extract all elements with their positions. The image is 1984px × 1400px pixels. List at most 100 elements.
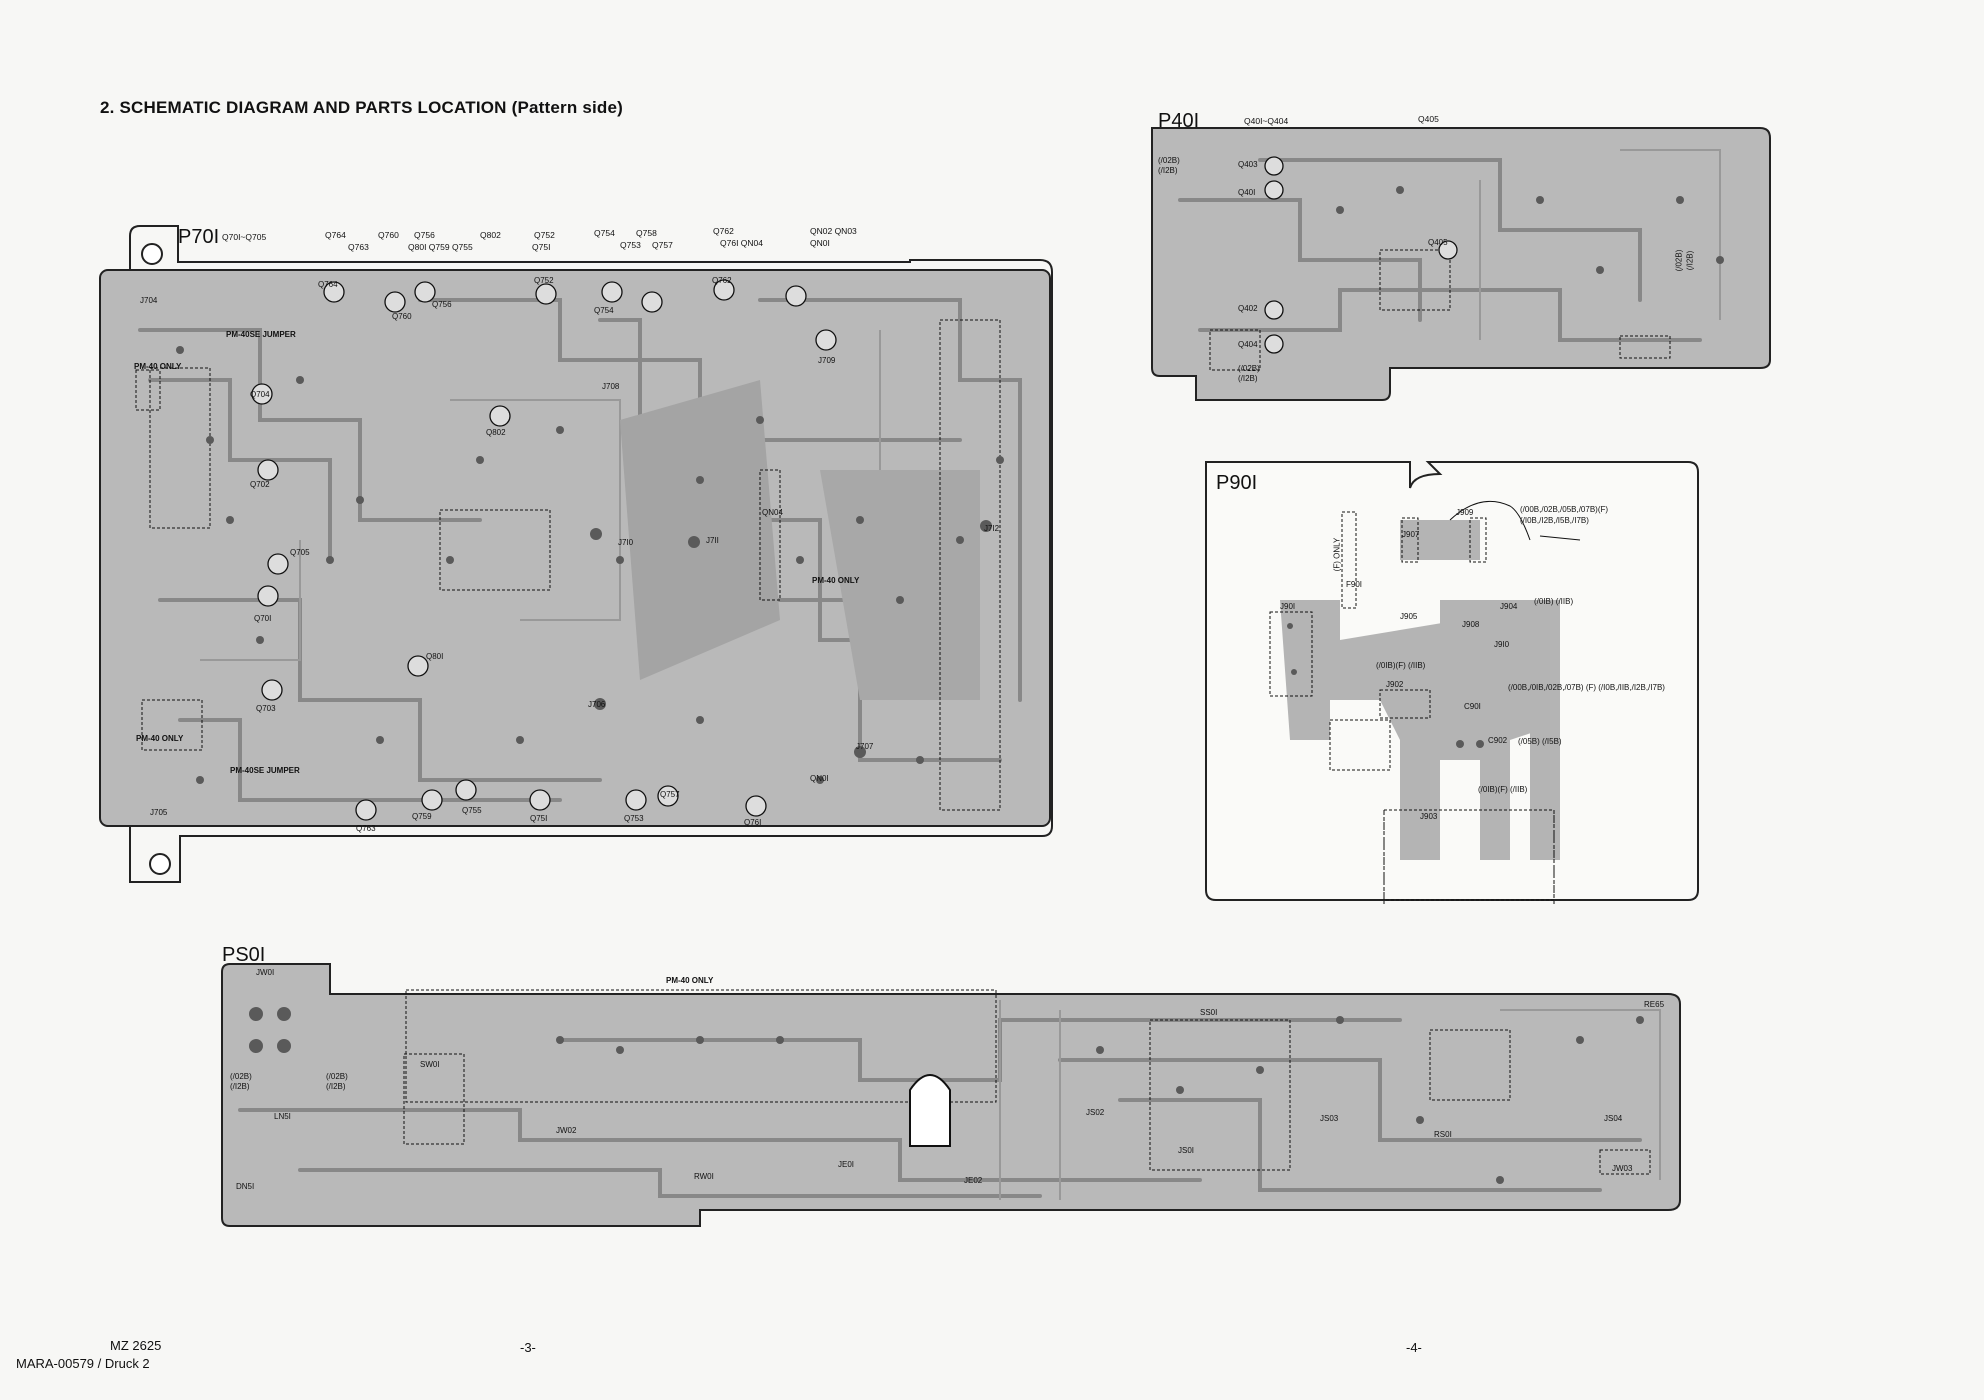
ps01-part-label: JW02 (556, 1126, 577, 1135)
ps01-note: PM-40 ONLY (666, 976, 714, 985)
ps01-part-label: RS0I (1434, 1130, 1452, 1139)
p701-note: PM-40 ONLY (812, 576, 860, 585)
p401-board (1151, 127, 1771, 401)
p901-part-label: J905 (1400, 612, 1418, 621)
p901-variant-note: (/00B,/0IB,/02B,/07B) (F) (/I0B,/IIB,/I2… (1508, 683, 1665, 692)
p701-jumper-label: J7II (706, 536, 719, 545)
p701-header-group: Q756 (414, 230, 435, 240)
ps01-part-label: JS03 (1320, 1114, 1339, 1123)
ps01-board (221, 963, 1681, 1227)
p901-part-label: J902 (1386, 680, 1404, 689)
ps01-part-label: RW0I (694, 1172, 714, 1181)
p701-header-group: Q764 (325, 230, 346, 240)
p701-header-group: Q802 (480, 230, 501, 240)
ps01-part-label: JS0I (1178, 1146, 1195, 1155)
p401-variant: (/I2B) (1158, 166, 1178, 175)
page-title: 2. SCHEMATIC DIAGRAM AND PARTS LOCATION … (100, 98, 624, 117)
p701-header-group: Q70I~Q705 (222, 232, 267, 242)
p901-part-label: J90I (1280, 602, 1296, 611)
p701-board (99, 225, 1053, 883)
p701-jumper-label: J7I2 (984, 524, 1000, 533)
ps01-variant: (/I2B) (230, 1082, 250, 1091)
p701-transistor-label: Q753 (624, 814, 644, 823)
p701-header-group: Q757 (652, 240, 673, 250)
ps01-part-label: JS02 (1086, 1108, 1105, 1117)
p401-header-group: Q40I~Q404 (1244, 116, 1289, 126)
p701-transistor-label: Q76I (744, 818, 762, 827)
p701-note: PM-40 ONLY (134, 362, 182, 371)
mount-hole (141, 243, 163, 265)
p401-variant: (/02B) (1674, 249, 1684, 272)
p701-header-group: Q752 (534, 230, 555, 240)
p701-header-group: Q758 (636, 228, 657, 238)
ps01-part-label: JE0I (838, 1160, 855, 1169)
ps01-variant: (/02B) (326, 1072, 348, 1081)
p701-header-group: Q75I (532, 242, 551, 252)
p901-part-label: J904 (1500, 602, 1518, 611)
p901-part-label: J909 (1456, 508, 1474, 517)
p901-part-label: C902 (1488, 736, 1508, 745)
ps01-part-label: JE02 (964, 1176, 983, 1185)
p701-transistor-label: Q763 (356, 824, 376, 833)
p901-part-label: J903 (1420, 812, 1438, 821)
mount-hole (149, 853, 171, 875)
p401-variant: (/02B) (1158, 156, 1180, 165)
p701-header-group: Q762 (713, 226, 734, 236)
p901-variant-note: (/0IB) (/IIB) (1534, 597, 1574, 606)
p701-transistor-label: QN0I (810, 774, 829, 783)
p701-jumper-label: J704 (140, 296, 158, 305)
p901-variant-note: (/0IB)(F) (/IIB) (1376, 661, 1426, 670)
p701-transistor-label: Q757 (660, 790, 680, 799)
p701-transistor-label: Q752 (534, 276, 554, 285)
p701-header-group: Q763 (348, 242, 369, 252)
p701-note: PM-40SE JUMPER (230, 766, 300, 775)
ps01-part-label: RE65 (1644, 1000, 1665, 1009)
board-label-p901: P90I (1216, 472, 1258, 494)
board-label-p401: P40I (1158, 110, 1200, 132)
p401-transistor-label: Q405 (1428, 238, 1448, 247)
p701-header-group: QN02 QN03 (810, 226, 857, 236)
p901-part-label: J908 (1462, 620, 1480, 629)
p701-transistor-label: Q703 (256, 704, 276, 713)
ps01-variant: (/02B) (230, 1072, 252, 1081)
p701-transistor-label: Q755 (462, 806, 482, 815)
board-label-ps01: PS0I (222, 944, 266, 966)
p901-variant-note: (F) ONLY (1332, 537, 1342, 572)
p401-variant: (/02B) (1238, 364, 1260, 373)
p401-transistor-label: Q404 (1238, 340, 1258, 349)
ps01-part-label: LN5I (274, 1112, 291, 1121)
p701-transistor-label: Q802 (486, 428, 506, 437)
p701-header-group: Q80I Q759 Q755 (408, 242, 473, 252)
p401-variant: (/I2B) (1238, 374, 1258, 383)
p701-transistor-label: Q764 (318, 280, 338, 289)
p701-jumper-label: J7I0 (618, 538, 634, 547)
p701-transistor-label: Q754 (594, 306, 614, 315)
p701-transistor-label: Q760 (392, 312, 412, 321)
footer-page-right: -4- (1406, 1340, 1422, 1355)
p701-transistor-label: Q80I (426, 652, 444, 661)
p701-transistor-label: Q756 (432, 300, 452, 309)
p401-header-group: Q405 (1418, 114, 1439, 124)
p401-transistor-label: Q402 (1238, 304, 1258, 313)
p701-transistor-label: Q70I (254, 614, 272, 623)
p701-jumper-label: J709 (818, 356, 836, 365)
p701-transistor-label: Q705 (290, 548, 310, 557)
footer-page-left: -3- (520, 1340, 536, 1355)
p701-transistor-label: QN04 (762, 508, 783, 517)
footer-doc-id: MARA-00579 / Druck 2 (16, 1356, 150, 1371)
ps01-part-label: DN5I (236, 1182, 255, 1191)
p901-part-label: C90I (1464, 702, 1481, 711)
p901-variant-note: (/0IB)(F) (/IIB) (1478, 785, 1528, 794)
p701-header-group: Q760 (378, 230, 399, 240)
p701-header-group: Q753 (620, 240, 641, 250)
ps01-variant: (/I2B) (326, 1082, 346, 1091)
p701-header-group: QN0I (810, 238, 830, 248)
ps01-part-label: SS0I (1200, 1008, 1218, 1017)
p901-variant-note: (/05B) (/I5B) (1518, 737, 1562, 746)
p701-transistor-label: Q704 (250, 390, 270, 399)
p401-variant: (/I2B) (1685, 250, 1695, 271)
p701-jumper-label: J707 (856, 742, 874, 751)
p701-transistor-label: Q75I (530, 814, 548, 823)
p401-transistor-label: Q40I (1238, 188, 1256, 197)
p401-transistor-label: Q403 (1238, 160, 1258, 169)
